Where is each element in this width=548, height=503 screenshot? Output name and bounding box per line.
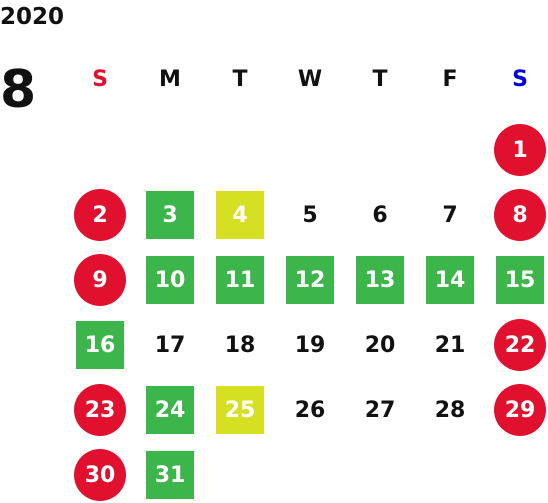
- weekday-fri: F: [442, 67, 458, 92]
- day-10[interactable]: 10: [146, 256, 194, 304]
- day-17[interactable]: 17: [154, 332, 186, 358]
- day-28[interactable]: 28: [434, 397, 466, 423]
- day-1[interactable]: 1: [494, 124, 546, 176]
- month-label: 8: [0, 60, 37, 120]
- weekday-thu: T: [372, 67, 388, 92]
- day-9[interactable]: 9: [74, 254, 126, 306]
- day-27[interactable]: 27: [364, 397, 396, 423]
- weekday-mon: M: [159, 67, 181, 92]
- day-14[interactable]: 14: [426, 256, 474, 304]
- day-29[interactable]: 29: [494, 384, 546, 436]
- day-30[interactable]: 30: [74, 449, 126, 501]
- day-19[interactable]: 19: [294, 332, 326, 358]
- day-23[interactable]: 23: [74, 384, 126, 436]
- day-13[interactable]: 13: [356, 256, 404, 304]
- day-2[interactable]: 2: [74, 189, 126, 241]
- day-15[interactable]: 15: [496, 256, 544, 304]
- day-8[interactable]: 8: [494, 189, 546, 241]
- day-18[interactable]: 18: [224, 332, 256, 358]
- day-22[interactable]: 22: [494, 319, 546, 371]
- day-25[interactable]: 25: [216, 386, 264, 434]
- day-26[interactable]: 26: [294, 397, 326, 423]
- day-7[interactable]: 7: [442, 202, 458, 228]
- weekday-sat: S: [512, 67, 528, 92]
- day-5[interactable]: 5: [302, 202, 318, 228]
- day-6[interactable]: 6: [372, 202, 388, 228]
- year-label: 2020: [0, 4, 65, 30]
- weekday-sun: S: [92, 67, 108, 92]
- day-16[interactable]: 16: [76, 321, 124, 369]
- day-20[interactable]: 20: [364, 332, 396, 358]
- day-21[interactable]: 21: [434, 332, 466, 358]
- day-31[interactable]: 31: [146, 451, 194, 499]
- day-4[interactable]: 4: [216, 191, 264, 239]
- day-24[interactable]: 24: [146, 386, 194, 434]
- day-11[interactable]: 11: [216, 256, 264, 304]
- day-12[interactable]: 12: [286, 256, 334, 304]
- weekday-wed: W: [297, 67, 323, 92]
- day-3[interactable]: 3: [146, 191, 194, 239]
- weekday-tue: T: [232, 67, 248, 92]
